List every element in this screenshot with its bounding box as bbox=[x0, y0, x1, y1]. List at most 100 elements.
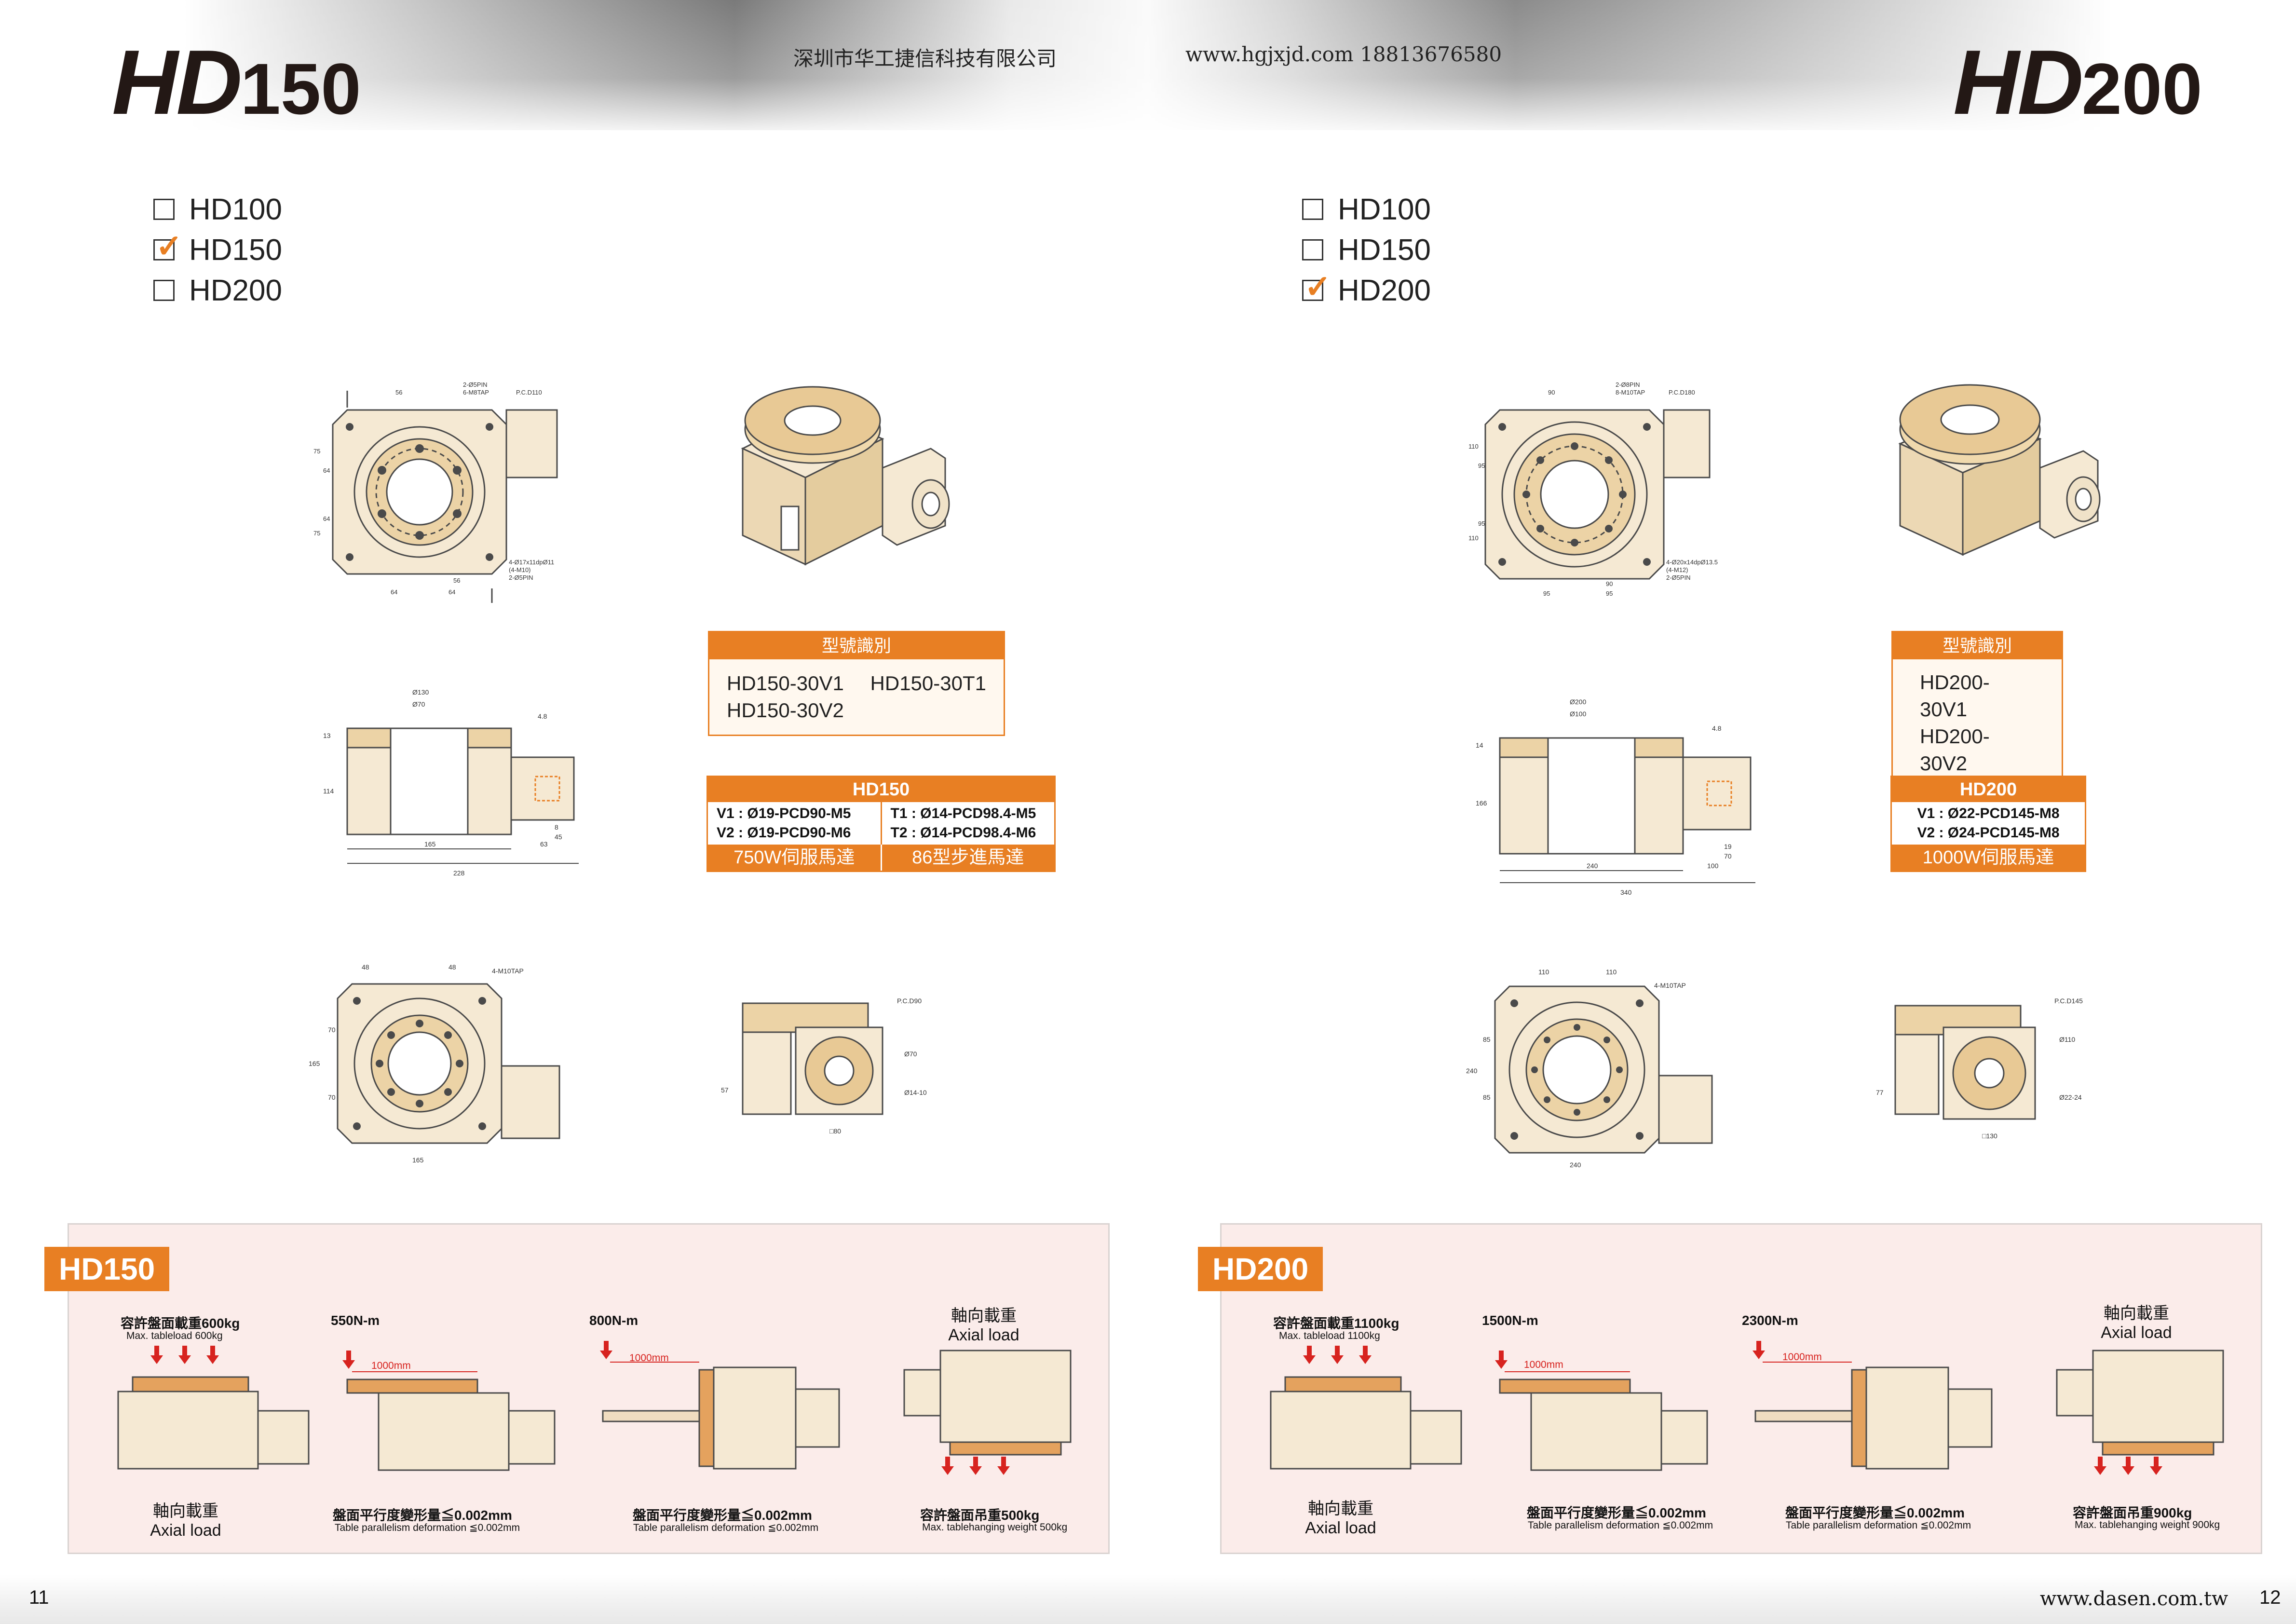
model-option-hd200[interactable]: ✓HD200 bbox=[1302, 270, 1431, 311]
tableload-label: 容許盤面載重600kg bbox=[121, 1316, 240, 1331]
svg-text:Ø130: Ø130 bbox=[412, 688, 429, 696]
svg-text:95: 95 bbox=[1606, 590, 1613, 597]
checkbox-unchecked[interactable] bbox=[153, 280, 175, 301]
checkbox-unchecked[interactable] bbox=[1302, 199, 1323, 220]
svg-text:165: 165 bbox=[424, 840, 436, 848]
svg-text:64: 64 bbox=[323, 467, 330, 474]
footer-band bbox=[0, 1575, 2296, 1624]
svg-text:2-Ø5PIN: 2-Ø5PIN bbox=[463, 381, 488, 388]
right-motor-spec-box: HD200 V1 : Ø22-PCD145-M8 V2 : Ø24-PCD145… bbox=[1890, 776, 2086, 872]
checkbox-checked[interactable]: ✓ bbox=[153, 230, 182, 262]
moment-label-1: 1500N-m bbox=[1482, 1313, 1538, 1328]
motor-v-codes: V1 : Ø19-PCD90-M5 V2 : Ø19-PCD90-M6 bbox=[708, 802, 882, 845]
hd150-bottom-view-drawing: 48 48 4-M10TAP 165 70 70 165 bbox=[309, 963, 560, 1164]
svg-text:77: 77 bbox=[1876, 1089, 1884, 1096]
model-code: HD150-30V2 bbox=[727, 699, 844, 722]
motor-code: T1 : Ø14-PCD98.4-M5 bbox=[890, 805, 1036, 821]
model-code: HD200-30V2 bbox=[1920, 725, 1990, 775]
svg-text:Ø22-24: Ø22-24 bbox=[2059, 1093, 2082, 1101]
tableload-label: 容許盤面載重1100kg bbox=[1273, 1316, 1399, 1331]
svg-text:8-M10TAP: 8-M10TAP bbox=[1616, 389, 1645, 396]
svg-text:Ø200: Ø200 bbox=[1570, 698, 1586, 706]
model-option-label: HD200 bbox=[189, 273, 282, 307]
model-option-label: HD100 bbox=[189, 192, 282, 226]
model-option-label: HD100 bbox=[1338, 192, 1431, 226]
model-id-header: 型號識別 bbox=[1893, 632, 2062, 659]
svg-text:228: 228 bbox=[453, 869, 465, 877]
checkmark-icon: ✓ bbox=[156, 228, 183, 264]
footer-website[interactable]: www.dasen.com.tw bbox=[2040, 1588, 2228, 1610]
svg-text:240: 240 bbox=[1587, 862, 1598, 870]
model-option-hd100[interactable]: HD100 bbox=[1302, 189, 1431, 230]
svg-text:14: 14 bbox=[1476, 741, 1483, 749]
distance-label-1: 1000mm bbox=[1524, 1359, 1563, 1370]
svg-text:63: 63 bbox=[540, 840, 548, 848]
hd150-isometric-drawing bbox=[741, 386, 950, 566]
left-model-list: HD100 ✓HD150 HD200 bbox=[153, 189, 282, 311]
hd200-motor-flange-drawing: P.C.D145 Ø110 Ø22-24 77 □130 bbox=[1876, 997, 2083, 1140]
svg-text:48: 48 bbox=[362, 963, 369, 971]
parallelism-label-en-1: Table parallelism deformation ≦0.002mm bbox=[1528, 1520, 1713, 1531]
svg-text:90: 90 bbox=[1548, 389, 1555, 396]
svg-text:64: 64 bbox=[448, 588, 455, 596]
svg-text:2-Ø8PIN: 2-Ø8PIN bbox=[1616, 381, 1640, 388]
checkbox-checked[interactable]: ✓ bbox=[1302, 271, 1331, 302]
axial-load-cn: 軸向載重 bbox=[1308, 1500, 1373, 1518]
right-model-list: HD100 HD150 ✓HD200 bbox=[1302, 189, 1431, 311]
axial-load-en: Axial load bbox=[948, 1326, 1019, 1344]
svg-text:8: 8 bbox=[555, 823, 558, 831]
axial-load-en: Axial load bbox=[2101, 1324, 2172, 1342]
model-option-label: HD150 bbox=[1338, 233, 1431, 267]
parallelism-label-2: 盤面平行度變形量≦0.002mm bbox=[633, 1508, 812, 1523]
parallelism-label-en-1: Table parallelism deformation ≦0.002mm bbox=[335, 1522, 520, 1533]
motor-spec-title: HD200 bbox=[1892, 777, 2085, 802]
svg-text:56: 56 bbox=[453, 577, 460, 584]
tableload-label-en: Max. tableload 600kg bbox=[126, 1330, 223, 1341]
axial-load-cn: 軸向載重 bbox=[153, 1502, 218, 1520]
axial-load-cn: 軸向載重 bbox=[951, 1307, 1017, 1325]
axial-load-en: Axial load bbox=[150, 1521, 221, 1540]
svg-text:100: 100 bbox=[1707, 862, 1719, 870]
checkbox-unchecked[interactable] bbox=[1302, 239, 1323, 260]
parallelism-label-en-2: Table parallelism deformation ≦0.002mm bbox=[633, 1522, 819, 1533]
right-title-number: 200 bbox=[2081, 48, 2202, 129]
svg-text:90: 90 bbox=[1606, 580, 1613, 587]
svg-text:57: 57 bbox=[721, 1086, 729, 1094]
model-option-hd200[interactable]: HD200 bbox=[153, 270, 282, 311]
svg-text:70: 70 bbox=[328, 1026, 336, 1034]
left-title-number: 150 bbox=[240, 48, 361, 129]
svg-text:13: 13 bbox=[323, 732, 331, 739]
motor-code: V2 : Ø24-PCD145-M8 bbox=[1917, 825, 2060, 841]
model-code: HD150-30V1 bbox=[727, 672, 844, 695]
distance-label-2: 1000mm bbox=[629, 1352, 669, 1364]
svg-text:4.8: 4.8 bbox=[538, 712, 547, 720]
parallelism-label-1: 盤面平行度變形量≦0.002mm bbox=[333, 1508, 512, 1523]
moment-label-2: 800N-m bbox=[589, 1313, 639, 1328]
checkbox-unchecked[interactable] bbox=[153, 199, 175, 220]
svg-text:95: 95 bbox=[1478, 520, 1485, 527]
parallelism-label-en-2: Table parallelism deformation ≦0.002mm bbox=[1786, 1520, 1971, 1531]
svg-text:70: 70 bbox=[1724, 852, 1732, 860]
svg-text:(4-M10): (4-M10) bbox=[509, 566, 531, 573]
motor-v-codes: V1 : Ø22-PCD145-M8 V2 : Ø24-PCD145-M8 bbox=[1908, 802, 2068, 845]
hd150-top-view-drawing: 56 2-Ø5PIN 6-M8TAP P.C.D110 75 64 64 75 … bbox=[313, 381, 558, 603]
model-id-header: 型號識別 bbox=[709, 632, 1004, 659]
svg-text:45: 45 bbox=[555, 833, 562, 841]
servo-motor-label: 1000W伺服馬達 bbox=[1892, 845, 2085, 871]
svg-text:95: 95 bbox=[1478, 462, 1485, 469]
left-load-diagrams bbox=[117, 1341, 1072, 1475]
model-option-hd150[interactable]: HD150 bbox=[1302, 230, 1431, 270]
right-performance-tag: HD200 bbox=[1198, 1247, 1323, 1291]
model-option-hd150[interactable]: ✓HD150 bbox=[153, 230, 282, 270]
svg-text:95: 95 bbox=[1543, 590, 1550, 597]
model-option-hd100[interactable]: HD100 bbox=[153, 189, 282, 230]
motor-t-codes: T1 : Ø14-PCD98.4-M5 T2 : Ø14-PCD98.4-M6 bbox=[882, 802, 1055, 845]
hd150-side-section-drawing: Ø130 Ø70 13 4.8 114 8 45 165 63 228 bbox=[323, 688, 579, 877]
svg-text:6-M8TAP: 6-M8TAP bbox=[463, 389, 489, 396]
left-motor-spec-box: HD150 V1 : Ø19-PCD90-M5 V2 : Ø19-PCD90-M… bbox=[706, 776, 1056, 872]
hanging-weight-label-en: Max. tablehanging weight 900kg bbox=[2075, 1519, 2220, 1530]
svg-text:Ø70: Ø70 bbox=[904, 1050, 917, 1058]
